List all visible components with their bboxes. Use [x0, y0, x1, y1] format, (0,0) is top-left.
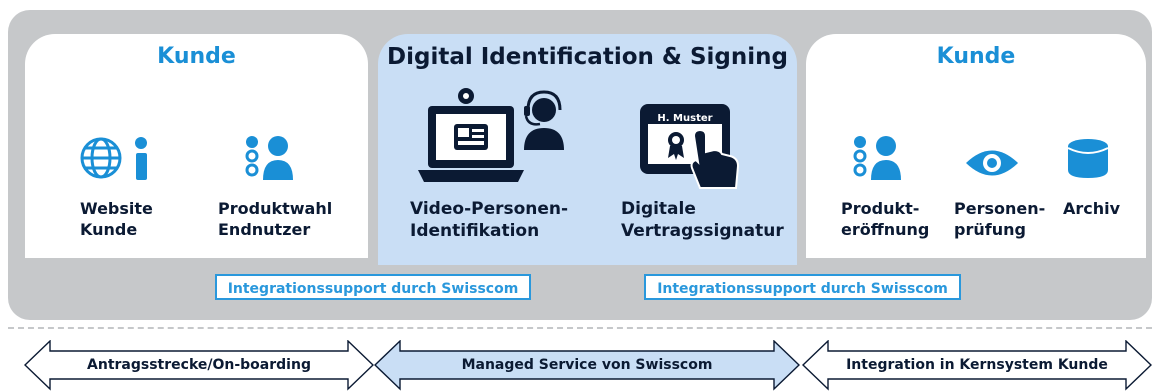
- integration-arrow: [802, 340, 1152, 391]
- arrow-label-integration: Integration in Kernsystem Kunde: [846, 357, 1108, 373]
- panel-title: Kunde: [936, 44, 1016, 69]
- item-label-archiv: Archiv: [1063, 199, 1121, 218]
- database-icon: [1066, 138, 1110, 182]
- globe-info-icon: [79, 136, 159, 184]
- digital-identification-panel: Digital Identification & Signing Video-P…: [378, 34, 797, 265]
- integration-support-box: Integrationssupport durch Swisscom: [644, 274, 961, 300]
- item-label-produktwahl: Produktwahl Endnutzer: [218, 199, 333, 239]
- item-label-personenpruefung: Personen- prüfung: [954, 199, 1046, 239]
- dashed-divider: [8, 327, 1152, 329]
- item-label-produkteroeffnung: Produkt- eröffnung: [841, 199, 930, 239]
- item-label-video-identification: Video-Personen- Identifikation: [410, 199, 569, 241]
- arrow-label-onboarding: Antragsstrecke/On-boarding: [87, 357, 311, 373]
- video-call-agent-icon: [418, 86, 568, 190]
- managed-service-arrow: [374, 340, 800, 391]
- item-label-website: Website Kunde: [80, 199, 153, 239]
- customer-panel-left: Kunde Website Kunde Produktwahl Endnutze…: [25, 34, 368, 258]
- integration-support-box: Integrationssupport durch Swisscom: [215, 274, 531, 300]
- panel-title: Digital Identification & Signing: [387, 44, 788, 70]
- tablet-signature-icon: H. Muster: [636, 102, 746, 196]
- eye-icon: [964, 148, 1020, 182]
- users-icon: [243, 134, 299, 184]
- arrow-label-managed-service: Managed Service von Swisscom: [461, 357, 713, 373]
- onboarding-arrow: [24, 340, 374, 391]
- users-icon: [851, 134, 907, 184]
- panel-title: Kunde: [157, 44, 236, 69]
- item-label-digital-signature: Digitale Vertragssignatur: [621, 199, 784, 241]
- customer-panel-right: Kunde Produkt- eröffnung Personen- prüfu…: [806, 34, 1146, 258]
- signature-sample-text: H. Muster: [657, 113, 712, 124]
